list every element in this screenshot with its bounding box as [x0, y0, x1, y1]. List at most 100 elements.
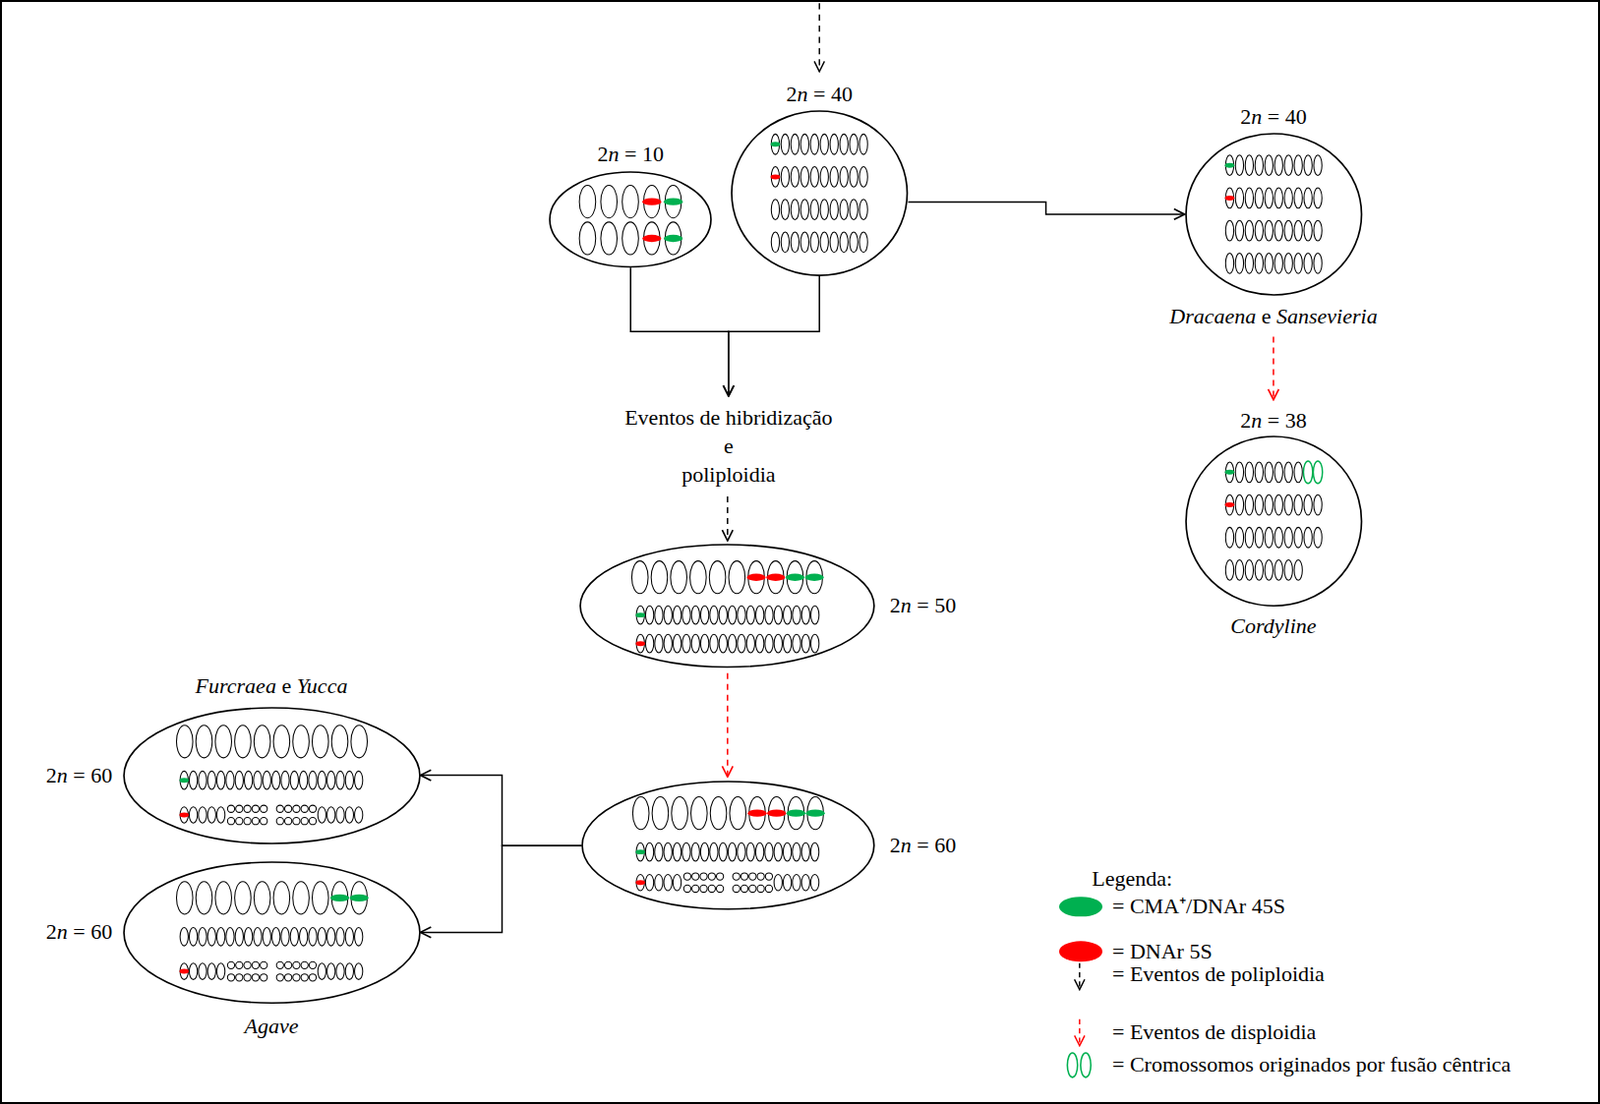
chromosome [227, 817, 235, 825]
chromosome [692, 605, 701, 625]
chromosome [671, 797, 689, 830]
rdna-45s-mark [636, 612, 647, 618]
chromosome [300, 961, 308, 969]
chromosome [311, 882, 329, 915]
chromosome [1294, 527, 1303, 548]
chromosome [179, 770, 188, 790]
ploidy-number: 2 [1240, 104, 1251, 129]
chromosome [770, 166, 779, 187]
chromosome [780, 232, 789, 253]
chromosome [179, 806, 188, 824]
chromosome [849, 232, 858, 253]
legend-swatch [1059, 942, 1103, 963]
chromosome [690, 561, 708, 594]
chromosome [1294, 155, 1303, 177]
rdna-45s-mark [786, 810, 806, 818]
chromosome [280, 770, 289, 790]
chromosome [820, 133, 829, 155]
chromosome [636, 843, 645, 863]
taxon-label: Agave [244, 1013, 299, 1039]
chromosome [766, 873, 773, 881]
chromosome [292, 817, 299, 825]
rdna-45s-mark [349, 893, 368, 901]
chromosome [1274, 155, 1283, 177]
incoming-polyploidy-arrow [818, 2, 820, 72]
legend-fused-chromosome [1080, 1053, 1091, 1078]
chromosome [292, 961, 299, 969]
chromosome [298, 770, 307, 790]
chromosome [811, 843, 820, 863]
chromosome [1225, 494, 1234, 516]
chromosome [810, 232, 819, 253]
ploidy-number: 2 [1240, 408, 1251, 433]
rdna-5s-mark [747, 574, 767, 582]
chromosome [234, 724, 251, 758]
taxon-label: Dracaena e Sansevieria [1169, 303, 1377, 329]
chromosome [227, 961, 235, 969]
chromosome [1225, 155, 1234, 177]
karyotype-node: 2n = 40 Dracaena e Sansevieria [1169, 104, 1377, 329]
rdna-45s-mark [806, 810, 826, 818]
lineage-connector [420, 775, 583, 847]
genus-name: Sansevieria [1276, 303, 1378, 329]
chromosome [692, 634, 701, 653]
chromosome [800, 166, 809, 187]
chromosome [271, 927, 280, 947]
chromosome [719, 605, 728, 625]
chromosome [1303, 252, 1312, 274]
legend-swatch [1059, 896, 1103, 918]
chromosome [235, 817, 242, 825]
karyotype-drawing [122, 861, 421, 1005]
lineage-connector [630, 267, 729, 397]
ploidy-symbol: n [608, 141, 620, 167]
chromosome [292, 882, 309, 915]
chromosome [646, 634, 654, 653]
chromosome [335, 806, 344, 824]
chromosome [326, 963, 335, 981]
chromosome [253, 724, 271, 758]
chromosome [1303, 220, 1312, 241]
chromosome [300, 973, 308, 981]
chromosome [1254, 220, 1263, 241]
chromosome [792, 634, 801, 653]
chromosome [1294, 462, 1303, 483]
chromosome [317, 927, 326, 947]
legend-heading: Legenda: [1091, 867, 1173, 892]
chromosome [195, 724, 213, 758]
chromosome [259, 973, 267, 981]
chromosome [757, 873, 765, 881]
chromosome [207, 806, 216, 824]
chromosome-number: 2n = 38 [1240, 408, 1306, 433]
chromosome [326, 927, 335, 947]
chromosome [227, 973, 235, 981]
lineage-connector [907, 201, 1185, 214]
chromosome [1244, 155, 1253, 177]
chromosome [728, 843, 737, 863]
chromosome [651, 561, 669, 594]
chromosome [225, 927, 234, 947]
cell-outline [731, 111, 907, 276]
chromosome [1254, 494, 1263, 516]
rdna-45s-mark [785, 574, 805, 582]
chromosome [326, 806, 335, 824]
chromosome [1254, 462, 1263, 483]
chromosome [1274, 494, 1283, 516]
chromosome [800, 133, 809, 155]
chromosome [849, 198, 858, 220]
chromosome-number: 2n = 40 [1240, 104, 1306, 129]
chromosome-number: 2n = 60 [46, 920, 113, 946]
chromosome [243, 770, 252, 790]
karyotype-shape: 2n = 60 [581, 780, 876, 911]
chromosome [800, 198, 809, 220]
chromosome [663, 875, 672, 892]
chromosome [701, 605, 710, 625]
chromosome [728, 561, 746, 594]
chromosome [188, 927, 197, 947]
chromosome [1303, 187, 1312, 209]
chromosome [317, 806, 326, 824]
chromosome [1264, 187, 1273, 209]
ploidy-count: = 38 [1261, 408, 1306, 433]
cell-outline [549, 172, 712, 267]
chromosome [692, 886, 700, 893]
chromosome [1313, 494, 1322, 516]
